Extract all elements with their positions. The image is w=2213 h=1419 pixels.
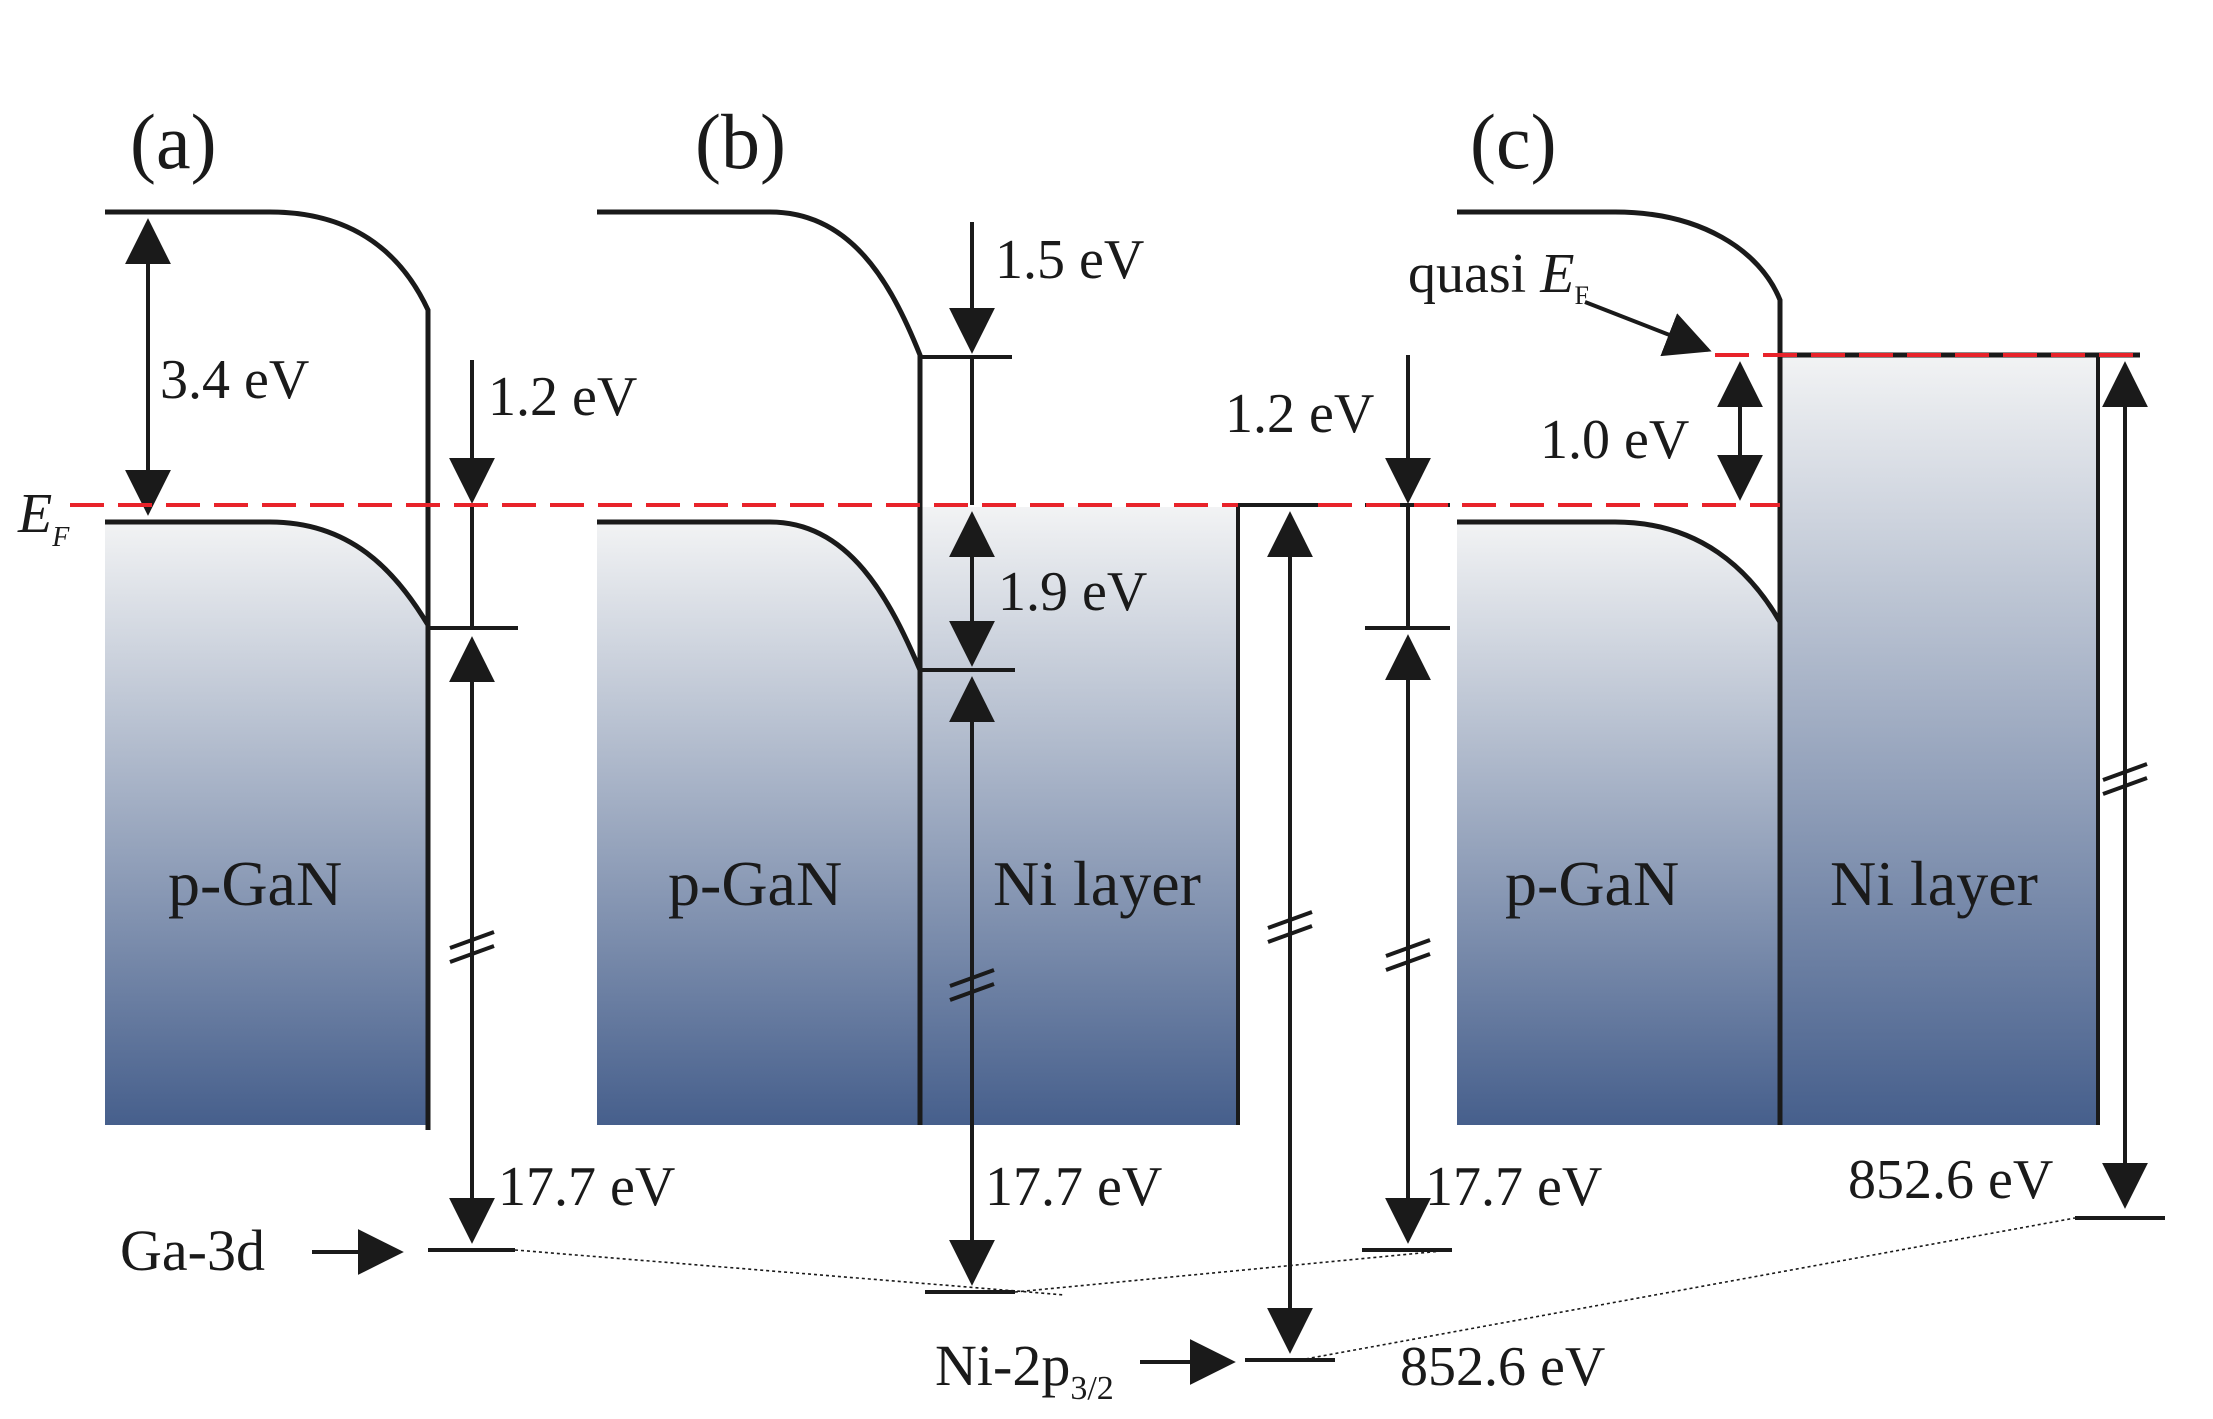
panel-a-axis-break <box>449 930 495 950</box>
panel-a-core-value: 17.7 eV <box>498 1156 675 1218</box>
panel-b-valence-band <box>597 519 923 671</box>
ga-core-alignment-b-c <box>1014 1249 1453 1293</box>
panel-a-region-label: p-GaN <box>168 848 342 919</box>
panel-a: (a) p-GaN 3.4 eV 1.2 eV 17.7 eV Ga-3d <box>105 98 675 1283</box>
panel-b-valence-fill <box>597 522 920 1125</box>
panel-b-top-value: 1.5 eV <box>995 229 1144 291</box>
panel-a-valence-band <box>105 519 431 627</box>
panel-c-region-label-gan: p-GaN <box>1505 848 1679 919</box>
panel-b-ni-axis-break <box>1267 910 1313 930</box>
panel-a-valence-fill <box>105 522 428 1125</box>
panel-b-conduction-band <box>597 209 923 1125</box>
panel-c-label: (c) <box>1470 98 1557 185</box>
panel-b-region-label-ni: Ni layer <box>993 848 1201 919</box>
panel-c-ni-fill <box>1780 355 2098 1125</box>
quasi-fermi-label: quasi EF <box>1408 243 1589 310</box>
panel-c-ni-core-value: 852.6 eV <box>1848 1149 2053 1211</box>
ni-2p-label: Ni-2p3/2 <box>935 1333 1114 1407</box>
panel-c-region-label-ni: Ni layer <box>1830 848 2038 919</box>
panel-c-conduction-band <box>1457 209 1783 1125</box>
ni-core-alignment-b-c <box>1299 1217 2076 1361</box>
panel-b-label: (b) <box>695 98 786 185</box>
panel-b-mid-value: 1.9 eV <box>998 561 1147 623</box>
panel-c-core-value: 17.7 eV <box>1425 1156 1602 1218</box>
panel-b-core-value: 17.7 eV <box>985 1156 1162 1218</box>
panel-c-valence-fill <box>1457 522 1780 1125</box>
panel-c-ni-axis-break <box>2102 762 2148 782</box>
quasi-fermi-pointer-arrow <box>1584 300 1712 357</box>
panel-b-ni-core-value: 852.6 eV <box>1400 1336 1605 1398</box>
fermi-level-label: EF <box>17 483 70 553</box>
panel-b-axis-break <box>949 968 995 988</box>
panel-c-valence-band <box>1457 519 1783 624</box>
panel-c: (c) p-GaN Ni layer quasi EF 1.0 eV 852.6… <box>1408 98 2165 1220</box>
panel-b-region-label-gan: p-GaN <box>668 848 842 919</box>
panel-c-split-value: 1.0 eV <box>1540 409 1689 471</box>
panel-b: (b) p-GaN Ni layer 1.5 eV 1.9 eV 17.7 eV… <box>597 98 1605 1407</box>
ni-bend-annotation: 1.2 eV 17.7 eV <box>1225 355 1602 1252</box>
ga-3d-label: Ga-3d <box>120 1218 265 1283</box>
panel-a-bend-value: 1.2 eV <box>488 366 637 428</box>
panel-a-gap-value: 3.4 eV <box>160 349 309 411</box>
panel-c-axis-break <box>1385 938 1431 958</box>
panel-b-ni-bend-value: 1.2 eV <box>1225 383 1374 445</box>
panel-a-label: (a) <box>130 98 217 185</box>
ga-core-alignment-a-b <box>514 1249 1066 1296</box>
panel-a-conduction-band <box>105 209 431 1130</box>
